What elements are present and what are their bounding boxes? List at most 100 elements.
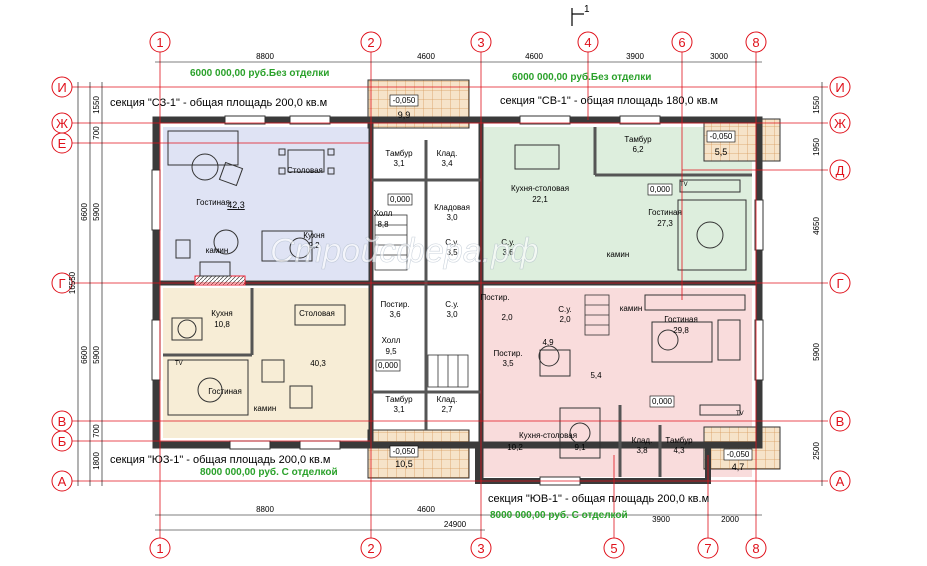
svg-text:6,2: 6,2	[632, 145, 644, 154]
svg-text:-0,050: -0,050	[710, 132, 733, 141]
svg-text:9,9: 9,9	[398, 110, 411, 120]
svg-text:24900: 24900	[444, 520, 467, 529]
axis-bottom-3: 3	[470, 537, 492, 559]
svg-text:10,5: 10,5	[395, 459, 413, 469]
axis-top-1: 1	[149, 31, 171, 53]
section-sw-price: 8000 000,00 руб. С отделкой	[200, 466, 338, 478]
axis-bottom-5: 5	[603, 537, 625, 559]
svg-text:8800: 8800	[256, 52, 274, 61]
svg-text:0,000: 0,000	[378, 361, 399, 370]
svg-text:2,0: 2,0	[501, 313, 513, 322]
axis-left-В: В	[51, 410, 73, 432]
svg-text:2500: 2500	[812, 442, 821, 460]
svg-text:5900: 5900	[92, 203, 101, 221]
svg-text:Гостиная: Гостиная	[196, 198, 230, 207]
svg-text:камин: камин	[620, 304, 643, 313]
axis-left-Е: Е	[51, 132, 73, 154]
svg-text:3,5: 3,5	[446, 248, 458, 257]
svg-text:27,3: 27,3	[657, 219, 673, 228]
svg-text:Холл: Холл	[374, 209, 393, 218]
svg-text:Клад.: Клад.	[437, 149, 458, 158]
svg-text:6: 6	[678, 35, 685, 50]
svg-text:Столовая: Столовая	[299, 309, 335, 318]
svg-text:3900: 3900	[652, 515, 670, 524]
axis-bottom-8: 8	[745, 537, 767, 559]
svg-text:2,0: 2,0	[559, 315, 571, 324]
svg-text:29,8: 29,8	[673, 326, 689, 335]
section-sw-label: секция "ЮЗ-1" - общая площадь 200,0 кв.м	[110, 454, 330, 466]
svg-text:3,6: 3,6	[389, 310, 401, 319]
axis-right-В: В	[829, 410, 851, 432]
svg-text:8: 8	[752, 35, 759, 50]
svg-text:Тамбур: Тамбур	[385, 395, 413, 404]
svg-text:4650: 4650	[812, 217, 821, 235]
section-nw-price: 6000 000,00 руб.Без отделки	[190, 67, 329, 79]
axis-lines	[72, 52, 828, 540]
axis-top-3: 3	[470, 31, 492, 53]
svg-text:-0,050: -0,050	[393, 447, 416, 456]
section-nw-label: секция "СЗ-1" - общая площадь 200,0 кв.м	[110, 97, 327, 109]
axis-left-И: И	[51, 76, 73, 98]
svg-text:Постир.: Постир.	[493, 349, 522, 358]
section-ne-price: 6000 000,00 руб.Без отделки	[512, 71, 651, 83]
svg-text:Г: Г	[836, 276, 843, 291]
svg-text:Тамбур: Тамбур	[385, 149, 413, 158]
axis-right-Ж: Ж	[829, 112, 851, 134]
svg-text:3,1: 3,1	[393, 159, 405, 168]
svg-text:0,000: 0,000	[390, 195, 411, 204]
svg-text:Кухня-столовая: Кухня-столовая	[519, 431, 577, 440]
svg-text:Столовая: Столовая	[287, 166, 323, 175]
svg-text:камин: камин	[607, 250, 630, 259]
svg-text:В: В	[836, 414, 845, 429]
svg-text:5,4: 5,4	[590, 371, 602, 380]
svg-text:3,0: 3,0	[446, 310, 458, 319]
svg-text:Постир.: Постир.	[380, 300, 409, 309]
svg-text:3: 3	[477, 35, 484, 50]
svg-text:700: 700	[92, 424, 101, 438]
svg-text:4600: 4600	[417, 52, 435, 61]
svg-text:5,5: 5,5	[715, 147, 728, 157]
svg-text:0,000: 0,000	[652, 397, 673, 406]
svg-text:8: 8	[752, 541, 759, 556]
svg-text:1550: 1550	[92, 96, 101, 114]
svg-text:7: 7	[704, 541, 711, 556]
svg-text:5900: 5900	[92, 346, 101, 364]
axis-top-4: 4	[577, 31, 599, 53]
svg-text:Д: Д	[836, 163, 845, 178]
axis-right-А: А	[829, 470, 851, 492]
svg-text:4,9: 4,9	[542, 338, 554, 347]
svg-text:И: И	[57, 80, 66, 95]
svg-text:В: В	[58, 414, 67, 429]
svg-text:И: И	[835, 80, 844, 95]
watermark: Стройсфера.рф	[270, 232, 539, 270]
svg-text:700: 700	[92, 126, 101, 140]
svg-text:0,000: 0,000	[650, 185, 671, 194]
svg-text:Гостиная: Гостиная	[664, 315, 698, 324]
svg-text:1: 1	[156, 35, 163, 50]
svg-text:Постир.: Постир.	[480, 293, 509, 302]
svg-text:2000: 2000	[721, 515, 739, 524]
axis-left-Г: Г	[51, 272, 73, 294]
axis-right-Д: Д	[829, 159, 851, 181]
svg-text:42,3: 42,3	[227, 200, 245, 210]
svg-text:TV: TV	[736, 411, 744, 417]
axis-left-А: А	[51, 470, 73, 492]
svg-text:Г: Г	[58, 276, 65, 291]
svg-text:Клад.: Клад.	[437, 395, 458, 404]
svg-text:С.у.: С.у.	[445, 300, 458, 309]
axis-bottom-7: 7	[697, 537, 719, 559]
svg-text:40,3: 40,3	[310, 359, 326, 368]
svg-text:3,1: 3,1	[393, 405, 405, 414]
svg-text:2: 2	[367, 541, 374, 556]
room-labels: Гостиная 42,3 Столовая Кухня 9,2 камин К…	[196, 135, 698, 455]
svg-text:камин: камин	[206, 246, 229, 255]
axis-top-6: 6	[671, 31, 693, 53]
svg-text:8,8: 8,8	[377, 220, 389, 229]
stairs	[374, 214, 610, 388]
svg-text:С.у.: С.у.	[445, 238, 458, 247]
svg-text:Клад.: Клад.	[632, 436, 653, 445]
svg-text:5900: 5900	[812, 343, 821, 361]
svg-text:22,1: 22,1	[532, 195, 548, 204]
svg-text:3,6: 3,6	[502, 248, 514, 257]
section-se-price: 8000 000,00 руб. С отделкой	[490, 509, 628, 521]
